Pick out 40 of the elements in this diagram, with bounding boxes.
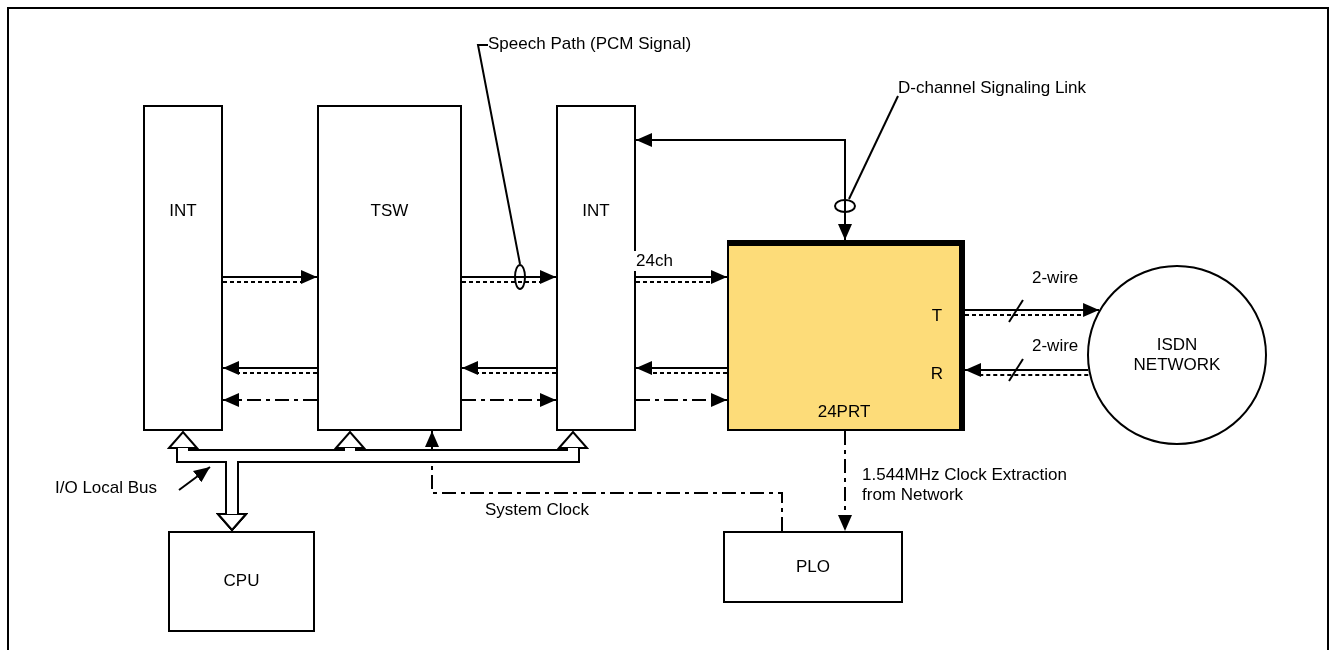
edge-label: 24ch: [634, 251, 675, 272]
port-label: R: [929, 364, 945, 384]
block-label: CPU: [222, 571, 261, 591]
signal-arrow: [635, 133, 852, 241]
paired-signal-arrow: [461, 270, 557, 284]
paired-signal-arrow: [222, 270, 318, 284]
paired-signal-arrow: [635, 270, 728, 284]
block-label: ISDN NETWORK: [1132, 335, 1222, 375]
block-box: [317, 105, 462, 431]
signal-arrow: [635, 393, 728, 407]
paired-signal-arrow: [222, 361, 318, 375]
bundle-ellipse: [834, 199, 856, 213]
edge-label: System Clock: [483, 500, 591, 521]
bus-arrow: [217, 431, 588, 531]
leader-line: [848, 95, 899, 200]
paired-signal-arrow: [635, 361, 728, 375]
block-label: 24PRT: [816, 402, 872, 422]
block-label: TSW: [369, 201, 410, 221]
block-box: [556, 105, 636, 431]
block-label: INT: [581, 201, 611, 221]
callout-label: D-channel Signaling Link: [898, 78, 1088, 98]
paired-signal-arrow: [964, 363, 1090, 377]
signal-arrow: [461, 393, 557, 407]
port-label: T: [930, 306, 944, 326]
bundle-ellipse: [514, 264, 526, 290]
signal-arrow: [425, 430, 783, 532]
signal-arrow: [838, 430, 852, 532]
leader-line: [476, 44, 521, 265]
paired-signal-arrow: [461, 361, 557, 375]
block-label: INT: [168, 201, 198, 221]
leader-line: [178, 466, 211, 491]
block-box: [168, 531, 315, 632]
paired-signal-arrow: [964, 303, 1101, 317]
callout-label: Speech Path (PCM Signal): [488, 34, 693, 54]
block-box: [723, 531, 903, 603]
block-label: PLO: [795, 557, 831, 577]
port-block-box: [727, 240, 965, 431]
block-box: [143, 105, 223, 431]
callout-label: I/O Local Bus: [55, 478, 159, 498]
signal-arrow: [222, 393, 318, 407]
